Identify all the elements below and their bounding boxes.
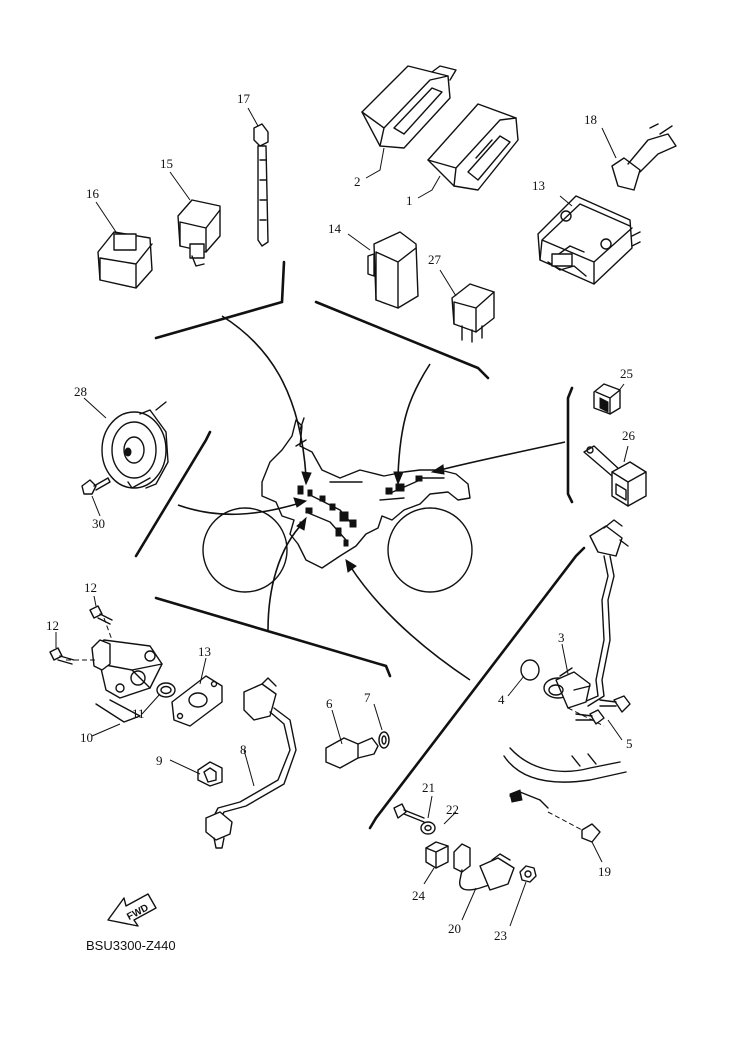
- label-20: 19: [598, 864, 611, 879]
- label-15: 14: [328, 221, 342, 236]
- label-14: 13: [532, 178, 545, 193]
- label-25: 24: [412, 888, 426, 903]
- regulator-rectifier: [537, 195, 641, 285]
- relay-15: [367, 231, 419, 309]
- label-2: 2: [354, 174, 361, 189]
- bolts-5: [567, 695, 631, 727]
- label-4: 4: [498, 692, 505, 707]
- label-30: 30: [92, 516, 105, 531]
- label-1: 1: [406, 193, 413, 208]
- ecu-unit-1: [427, 103, 519, 191]
- label-23: 22: [446, 802, 459, 817]
- label-7: 7: [364, 690, 371, 705]
- bolt-20: [547, 811, 601, 843]
- relay-17: [97, 231, 153, 289]
- relay-16: [177, 199, 221, 267]
- label-11: 11: [132, 706, 145, 721]
- leader-lines: [55, 107, 629, 927]
- label-26: 25: [620, 366, 633, 381]
- bolt-12-upper: [89, 605, 113, 625]
- frame-detail: [503, 747, 627, 809]
- bolt-12-left: [49, 647, 75, 665]
- bolt-30: [81, 477, 111, 495]
- label-9: 9: [156, 753, 163, 768]
- label-8: 8: [240, 742, 247, 757]
- fwd-arrow-icon: FWD: [107, 893, 157, 927]
- callout-arrows: [177, 315, 566, 681]
- idle-valve-10: [66, 617, 163, 723]
- label-18: 17: [237, 91, 251, 106]
- ecu-unit-2: [361, 65, 457, 149]
- bolt-22: [393, 803, 425, 823]
- gasket-13: [171, 675, 223, 727]
- oxygen-sensor-harness: [583, 519, 629, 707]
- label-13: 13: [198, 644, 211, 659]
- cap-26: [593, 383, 621, 415]
- label-27: 26: [622, 428, 636, 443]
- label-21: 20: [448, 921, 461, 936]
- washer-7: [378, 731, 390, 749]
- label-6: 6: [326, 696, 333, 711]
- sensor-6: [325, 737, 379, 769]
- label-12-upper: 12: [84, 580, 97, 595]
- washer-23: [420, 821, 436, 835]
- o-ring-4: [520, 659, 540, 681]
- sensor-8: [205, 677, 297, 849]
- group-brackets: [134, 260, 586, 830]
- label-19: 18: [584, 112, 597, 127]
- bracket-25: [425, 841, 449, 869]
- diagram-code: BSU3300-Z440: [86, 938, 176, 953]
- label-17: 16: [86, 186, 100, 201]
- label-22: 21: [422, 780, 435, 795]
- label-10: 10: [80, 730, 93, 745]
- label-5: 5: [626, 736, 633, 751]
- part-number-labels: 2 1 18 13 17 15 16 14 27 28 30 25 26 3 4…: [46, 91, 636, 943]
- horn: [101, 401, 169, 489]
- label-12-left: 12: [46, 618, 59, 633]
- cable-tie: [253, 123, 269, 247]
- o-ring-11: [156, 682, 176, 698]
- label-28: 27: [428, 252, 442, 267]
- label-24: 23: [494, 928, 507, 943]
- clip-9: [197, 761, 223, 787]
- label-16: 15: [160, 156, 173, 171]
- sensor-21: [453, 843, 515, 891]
- nut-24: [519, 865, 537, 883]
- relay-28: [451, 283, 495, 343]
- label-3: 3: [558, 630, 565, 645]
- relay-19: [611, 123, 677, 191]
- sensor-3: [543, 667, 591, 709]
- cap-27: [583, 445, 647, 507]
- label-29: 28: [74, 384, 87, 399]
- motorcycle-outline: [202, 417, 473, 593]
